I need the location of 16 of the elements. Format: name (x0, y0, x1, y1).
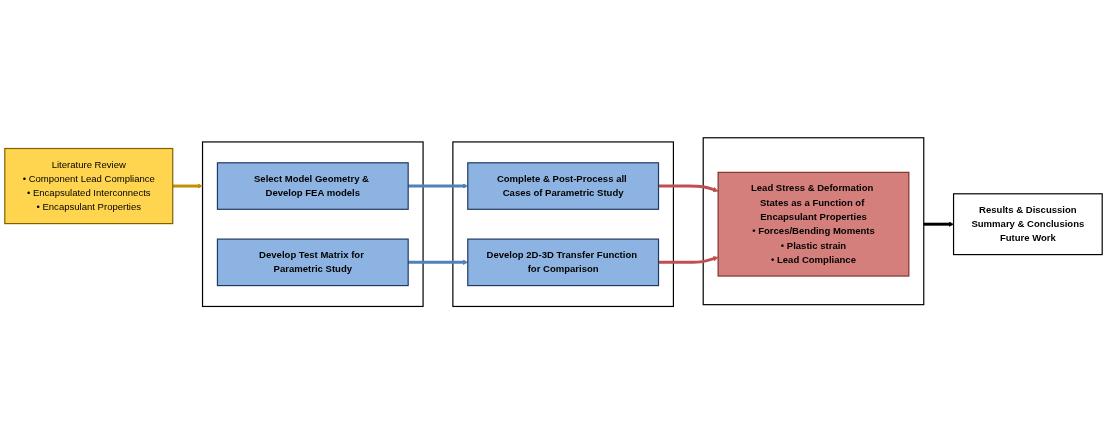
cluster (201, 141, 424, 307)
arrow (408, 259, 468, 265)
arrow (923, 221, 954, 227)
node-box: Results & Discussion Summary & Conclusions Future Work (952, 193, 1103, 256)
cluster (702, 137, 925, 306)
node-box: Select Model Geometry & Develop FEA models (216, 162, 409, 210)
arrow (658, 256, 719, 264)
node-box: Develop 2D-3D Transfer Function for Comparison (467, 238, 660, 287)
arrow (408, 183, 468, 189)
node-box: Lead Stress & Deformation States as a Function of Encapsulant Properties • Forces/Bending Moments • Plastic strain • Lead Compliance (717, 171, 910, 277)
arrow (172, 183, 203, 189)
arrow (658, 184, 719, 193)
cluster (452, 141, 674, 307)
node-box: Literature Review • Component Lead Compliance • Encapsulated Interconnects • Encapsulant Properties (4, 147, 174, 225)
node-box: Complete & Post-Process all Cases of Parametric Study (467, 162, 660, 210)
node-box: Develop Test Matrix for Parametric Study (216, 238, 409, 287)
